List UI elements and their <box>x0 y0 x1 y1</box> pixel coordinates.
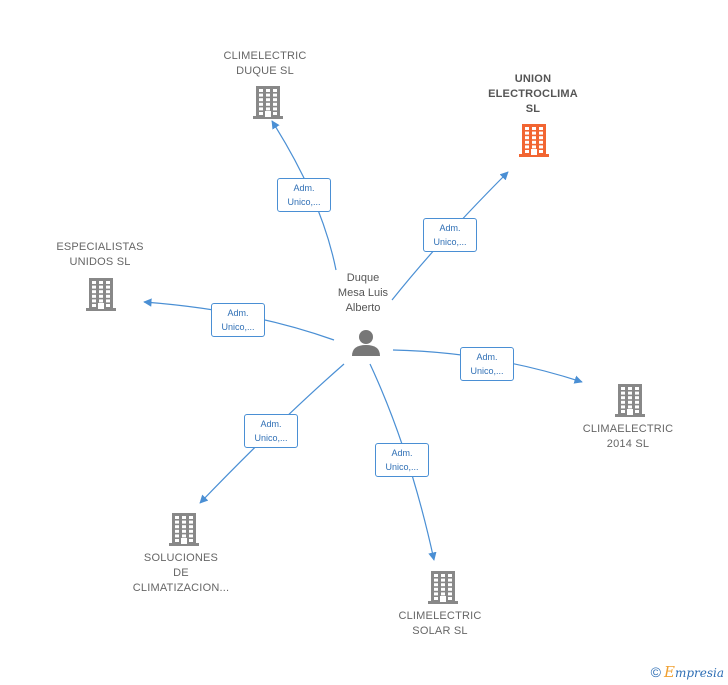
person-name[interactable]: Duque Mesa Luis Alberto <box>337 272 389 314</box>
building-icon-soluciones[interactable] <box>169 512 199 546</box>
role-box-duque[interactable]: Adm. Unico,... <box>277 178 331 212</box>
role-box-solar[interactable]: Adm. Unico,... <box>375 443 429 477</box>
role-box-soluciones[interactable]: Adm. Unico,... <box>244 414 298 448</box>
company-label-soluciones[interactable]: SOLUCIONES DE CLIMATIZACION... <box>132 552 230 594</box>
copyright-symbol: © <box>650 664 661 680</box>
building-icon-duque[interactable] <box>253 85 283 119</box>
company-label-climaelectric-2014[interactable]: CLIMAELECTRIC 2014 SL <box>582 423 674 450</box>
building-icon-climaelectric-2014[interactable] <box>615 383 645 417</box>
empresia-logo-text: mpresia <box>674 666 724 680</box>
building-icon-union[interactable] <box>519 123 549 157</box>
person-icon[interactable] <box>350 328 382 358</box>
empresia-logo-initial: E <box>663 663 675 681</box>
building-icon-solar[interactable] <box>428 570 458 604</box>
company-label-solar[interactable]: CLIMELECTRIC SOLAR SL <box>398 610 482 637</box>
footer-brand: ©Empresia <box>651 663 724 681</box>
company-label-especialistas[interactable]: ESPECIALISTAS UNIDOS SL <box>56 241 144 268</box>
building-icon-especialistas[interactable] <box>86 277 116 311</box>
company-label-duque[interactable]: CLIMELECTRIC DUQUE SL <box>223 50 307 77</box>
role-box-climaelectric-2014[interactable]: Adm. Unico,... <box>460 347 514 381</box>
company-label-union[interactable]: UNION ELECTROCLIMA SL <box>488 73 578 115</box>
role-box-union[interactable]: Adm. Unico,... <box>423 218 477 252</box>
role-box-especialistas[interactable]: Adm. Unico,... <box>211 303 265 337</box>
